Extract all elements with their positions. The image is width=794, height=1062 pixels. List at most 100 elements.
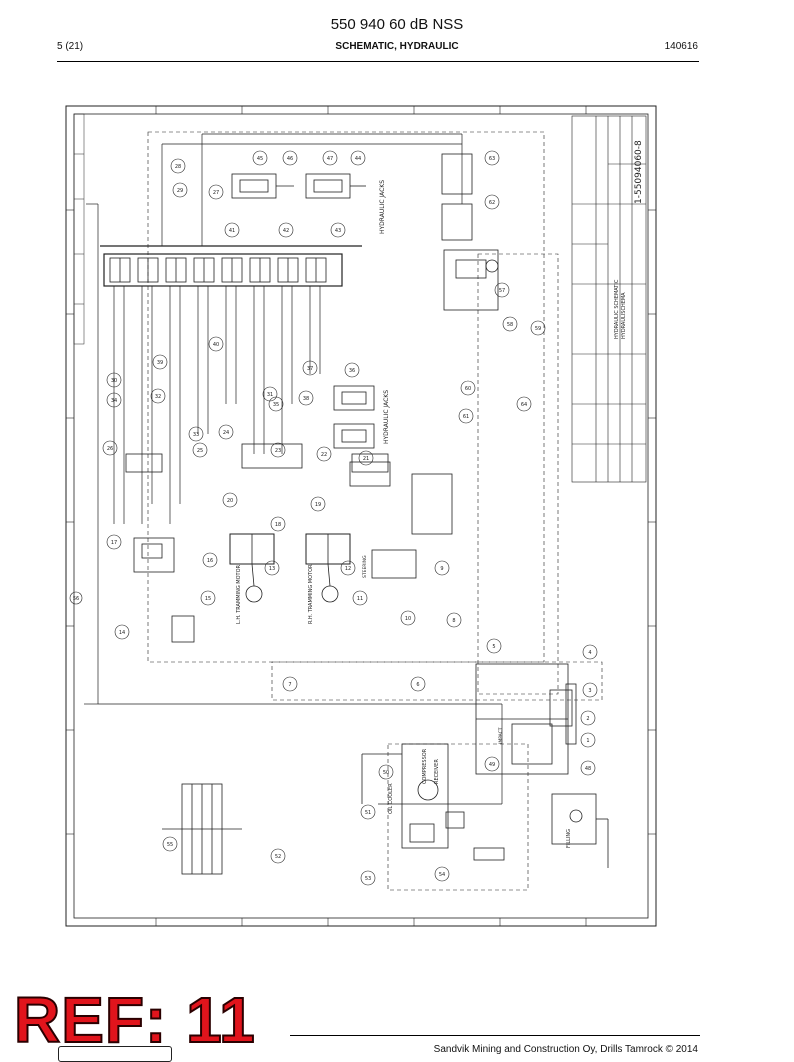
callout-number: 2 [586,716,589,722]
callout-number: 53 [365,876,371,882]
title-block-title-2: HYDRAULISCHEMA [621,292,627,339]
callout-number: 19 [315,502,321,508]
label-rh-tramming-motor: R.H. TRAMMING MOTOR [308,564,314,624]
drawing-frame-inner [73,113,649,919]
callout-number: 50 [383,770,389,776]
callout-number: 4 [588,650,591,656]
callout-number: 35 [273,402,279,408]
callout-number: 62 [489,200,495,206]
revision-strip [73,113,85,345]
page-number: 5 (21) [57,41,84,52]
company-logo [58,1046,172,1062]
callout-number: 40 [213,342,219,348]
valve-manifold [100,245,362,287]
callout-number: 30 [111,378,117,384]
title-block [571,115,647,483]
callout-number: 45 [257,156,263,162]
callout-number: 17 [111,540,117,546]
callout-number: 16 [207,558,213,564]
hydraulic-schematic: 1-55094060-8 HYDRAULIC SCHEMATIC HYDRAUL… [65,105,657,927]
dashed-boundaries [147,131,603,891]
callout-number: 13 [269,566,275,572]
callout-number: 37 [307,366,313,372]
frame-ticks [66,106,656,926]
callout-number: 20 [227,498,233,504]
callout-number: 1 [586,738,589,744]
label-hydraulic-jacks-upper: HYDRAULIC JACKS [379,180,386,234]
callout-number: 38 [303,396,309,402]
callout-number: 41 [229,228,235,234]
hose-lines [84,133,503,804]
drawing-frame-outer [65,105,657,927]
callout-number: 47 [327,156,333,162]
footer-copyright: Sandvik Mining and Construction Oy, Dril… [433,1044,698,1055]
callout-number: 51 [365,810,371,816]
callout-number: 12 [345,566,351,572]
callout-number: 23 [275,448,281,454]
callout-number: 52 [275,854,281,860]
section-title: SCHEMATIC, HYDRAULIC [335,41,459,52]
callout-number: 46 [287,156,293,162]
callout-number: 44 [355,156,361,162]
distribution-block [162,783,242,875]
title-block-title-1: HYDRAULIC SCHEMATIC [614,279,620,339]
callout-number: 36 [349,368,355,374]
callout-number: 8 [452,618,455,624]
footer-rule [290,1035,700,1036]
callout-number: 32 [155,394,161,400]
callout-number: 15 [205,596,211,602]
callout-number: 48 [585,766,591,772]
callout-circles [69,150,598,886]
callout-number: 39 [157,360,163,366]
label-impact: IMPACT [498,727,504,744]
callout-number: 59 [535,326,541,332]
callout-number: 6 [416,682,419,688]
callout-number: 24 [223,430,229,436]
callout-number: 25 [197,448,203,454]
label-receiver: RECEIVER [434,759,440,784]
callout-number: 21 [363,456,369,462]
label-compressor: COMPRESSOR [422,748,428,784]
label-hydraulic-jacks-mid: HYDRAULIC JACKS [383,390,390,444]
callout-number: 64 [521,402,527,408]
callout-number: 43 [335,228,341,234]
left-valve-group [133,473,453,643]
mid-jack-group [333,385,391,487]
header-rule [57,61,699,62]
filling-group [551,793,609,868]
callout-number: 61 [463,414,469,420]
callout-number: 57 [499,288,505,294]
drawing-number: 1-55094060-8 [634,140,644,204]
callout-number: 18 [275,522,281,528]
label-steering: STEERING [362,555,368,578]
label-filling: FILLING [566,829,572,848]
callout-number: 28 [175,164,181,170]
label-lh-tramming-motor: L.H. TRAMMING MOTOR [236,564,242,624]
reference-stamp: REF: 11 [13,984,256,1056]
callout-number: 55 [167,842,173,848]
label-oil-cooler: OIL COOLER [388,783,394,814]
callout-number: 42 [283,228,289,234]
callout-number: 7 [288,682,291,688]
callout-number: 49 [489,762,495,768]
callout-number: 29 [177,188,183,194]
document-title: 550 940 60 dB NSS [330,16,464,33]
callout-number: 3 [588,688,591,694]
pump-block [443,249,577,775]
callout-number: 54 [439,872,445,878]
callout-number: 11 [357,596,363,602]
callout-number: 33 [193,432,199,438]
callout-number: 60 [465,386,471,392]
callout-number: 26 [107,446,113,452]
callout-number: 27 [213,190,219,196]
callout-number: 58 [507,322,513,328]
callout-number: 5 [492,644,495,650]
callout-number: 22 [321,452,327,458]
compressor-group [361,743,505,861]
date-code: 140616 [664,41,698,52]
callout-number: 56 [73,596,79,602]
callout-number: 34 [111,398,117,404]
tramming-valves [125,443,389,603]
callout-number: 10 [405,616,411,622]
